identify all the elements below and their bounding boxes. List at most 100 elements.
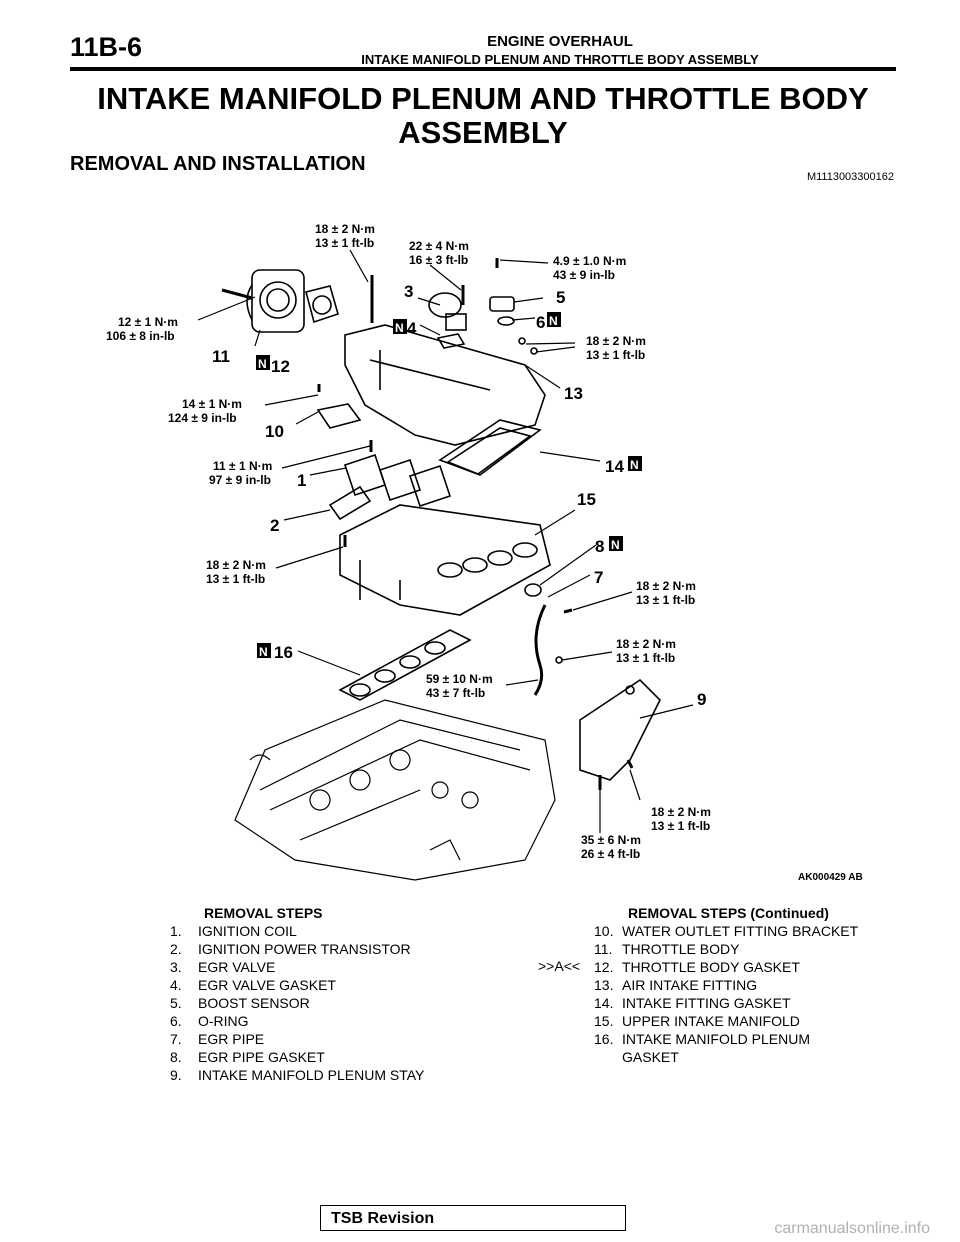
list-item: 6.O-RING [170, 1013, 249, 1029]
torque-label: 11 ± 1 N·m [213, 459, 272, 473]
torque-label: 13 ± 1 ft-lb [315, 236, 374, 250]
torque-label: 18 ± 2 N·m [616, 637, 676, 651]
torque-label: 13 ± 1 ft-lb [206, 572, 265, 586]
figure-reference: AK000429 AB [798, 872, 863, 883]
power-transistor-drawing [328, 485, 372, 521]
torque-label: 4.9 ± 1.0 N·m [553, 254, 626, 268]
torque-label: 35 ± 6 N·m [581, 833, 641, 847]
list-item: 8.EGR PIPE GASKET [170, 1049, 325, 1065]
section-heading: REMOVAL AND INSTALLATION [70, 153, 366, 175]
torque-label: 22 ± 4 N·m [409, 239, 469, 253]
tsb-revision-box: TSB Revision [320, 1205, 626, 1231]
list-item: 13.AIR INTAKE FITTING [594, 977, 758, 993]
chapter-title: ENGINE OVERHAUL [487, 33, 633, 50]
list-item: 15.UPPER INTAKE MANIFOLD [594, 1013, 800, 1029]
list-item: 4.EGR VALVE GASKET [170, 977, 336, 993]
list-item: 3.EGR VALVE [170, 959, 276, 975]
list-item: 9.INTAKE MANIFOLD PLENUM STAY [170, 1067, 425, 1083]
exploded-view-diagram: 18 ± 2 N·m 13 ± 1 ft-lb 22 ± 4 N·m 16 ± … [106, 222, 863, 883]
part-number-label: 8 [595, 537, 604, 556]
plenum-stay-drawing [579, 678, 661, 781]
part-number-label: 16 [274, 643, 293, 662]
torque-label: 124 ± 9 in-lb [168, 411, 237, 425]
torque-label: 26 ± 4 ft-lb [581, 847, 640, 861]
torque-label: 43 ± 7 ft-lb [426, 686, 485, 700]
list-item: 10.WATER OUTLET FITTING BRACKET [594, 923, 859, 939]
watermark: carmanualsonline.info [774, 1220, 930, 1237]
torque-label: 12 ± 1 N·m [118, 315, 178, 329]
new-part-marker: N [628, 456, 642, 472]
svg-text:N: N [395, 321, 404, 335]
egr-pipe-gasket-drawing [524, 583, 542, 597]
upper-intake-manifold-drawing [339, 504, 551, 616]
header-rule [70, 67, 896, 71]
list-item: 5.BOOST SENSOR [170, 995, 310, 1011]
svg-text:N: N [630, 458, 639, 472]
torque-label: 16 ± 3 ft-lb [409, 253, 468, 267]
service-point-marker: >>A<< [538, 958, 581, 974]
part-number-label: 3 [404, 282, 413, 301]
page-title-line2: ASSEMBLY [398, 115, 568, 150]
torque-label: 14 ± 1 N·m [182, 397, 242, 411]
list-item: 16.INTAKE MANIFOLD PLENUM [594, 1031, 810, 1047]
part-number-label: 11 [212, 347, 230, 366]
new-part-marker: N [257, 643, 271, 659]
torque-label: 97 ± 9 in-lb [209, 473, 271, 487]
part-number-label: 12 [271, 357, 290, 376]
new-part-marker: N [609, 536, 623, 552]
part-number-label: 9 [697, 690, 706, 709]
page-title-line1: INTAKE MANIFOLD PLENUM AND THROTTLE BODY [97, 81, 869, 116]
bracket-drawing [316, 403, 362, 429]
torque-label: 13 ± 1 ft-lb [636, 593, 695, 607]
removal-steps-continued-list: REMOVAL STEPS (Continued) 10.WATER OUTLE… [594, 904, 892, 1066]
new-part-marker: N [256, 355, 270, 371]
list-item: 2.IGNITION POWER TRANSISTOR [170, 941, 411, 957]
part-number-label: 15 [577, 490, 596, 509]
svg-text:N: N [258, 357, 267, 371]
document-id: M1113003300162 [806, 171, 894, 183]
page-number: 11B-6 [70, 32, 143, 62]
egr-pipe-drawing [533, 604, 547, 696]
throttle-body-gasket-drawing [305, 285, 339, 324]
svg-text:N: N [549, 314, 558, 328]
torque-label: 18 ± 2 N·m [586, 334, 646, 348]
list-item: GASKET [622, 1049, 679, 1065]
new-part-marker: N [393, 319, 407, 335]
page-title: INTAKE MANIFOLD PLENUM AND THROTTLE BODY… [70, 82, 896, 150]
torque-label: 13 ± 1 ft-lb [616, 651, 675, 665]
egr-valve-drawing [428, 292, 462, 318]
list-item: 7.EGR PIPE [170, 1031, 265, 1047]
part-number-label: 2 [270, 516, 279, 535]
torque-label: 43 ± 9 in-lb [553, 268, 615, 282]
part-number-label: 13 [564, 384, 583, 403]
throttle-body-drawing [246, 269, 305, 333]
part-number-label: 4 [407, 319, 417, 338]
list-item: 14.INTAKE FITTING GASKET [594, 995, 791, 1011]
torque-label: 18 ± 2 N·m [651, 805, 711, 819]
svg-text:N: N [259, 645, 268, 659]
new-part-marker: N [547, 312, 561, 328]
list-item: 12.THROTTLE BODY GASKET [594, 959, 800, 975]
torque-label: 13 ± 1 ft-lb [651, 819, 710, 833]
torque-label: 13 ± 1 ft-lb [586, 348, 645, 362]
part-number-label: 7 [594, 568, 603, 587]
torque-label: 106 ± 8 in-lb [106, 329, 175, 343]
removal-steps-list: REMOVAL STEPS 1.IGNITION COIL 2.IGNITION… [170, 904, 468, 1084]
part-number-label: 1 [297, 471, 306, 490]
removal-steps-continued-heading: REMOVAL STEPS (Continued) [628, 905, 829, 921]
air-intake-fitting-drawing [344, 324, 546, 446]
part-number-label: 14 [605, 457, 624, 476]
torque-label: 18 ± 2 N·m [315, 222, 375, 236]
engine-block-drawing [234, 699, 556, 881]
boost-sensor-drawing [489, 296, 515, 312]
part-number-label: 10 [265, 422, 284, 441]
torque-label: 18 ± 2 N·m [636, 579, 696, 593]
list-item: 1.IGNITION COIL [170, 923, 297, 939]
svg-text:N: N [611, 538, 620, 552]
part-number-label: 5 [556, 288, 565, 307]
list-item: 11.THROTTLE BODY [594, 941, 740, 957]
plenum-gasket-drawing [338, 629, 472, 701]
ignition-coil-drawing [343, 453, 452, 508]
removal-steps-heading: REMOVAL STEPS [204, 905, 323, 921]
torque-label: 59 ± 10 N·m [426, 672, 493, 686]
